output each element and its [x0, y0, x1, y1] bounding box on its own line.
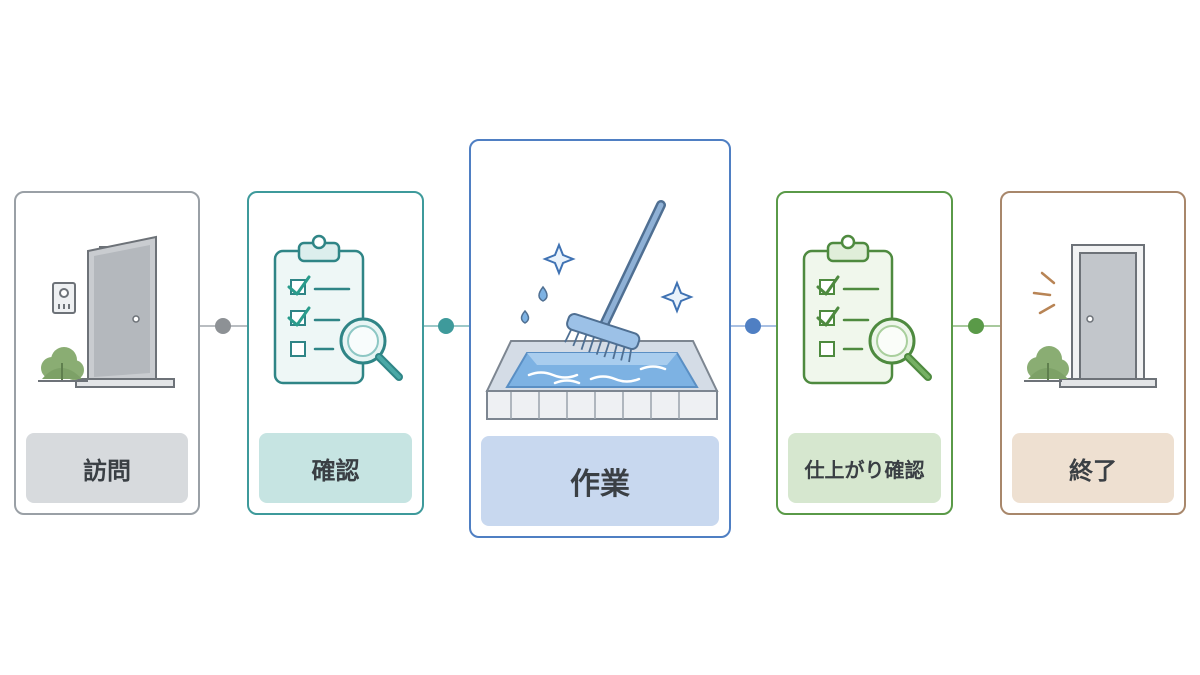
connector-2-3: [424, 318, 469, 334]
clipboard-checklist-icon: [273, 234, 403, 385]
connector-3-4: [731, 318, 776, 334]
step-card-visit: 訪問: [14, 191, 200, 515]
door-closed-icon: [1024, 244, 1157, 388]
step-label: 仕上がり確認: [788, 433, 941, 503]
door-open-icon: [38, 235, 175, 388]
step-label: 訪問: [26, 433, 188, 503]
step-label: 確認: [259, 433, 412, 503]
step-label: 終了: [1012, 433, 1174, 503]
step-card-final-check: 仕上がり確認: [776, 191, 953, 515]
clipboard-checklist-icon: [802, 234, 932, 385]
step-label: 作業: [481, 436, 719, 526]
mop-cleaning-pool-icon: [485, 200, 719, 420]
step-card-check: 確認: [247, 191, 424, 515]
step-card-work: 作業: [469, 139, 731, 538]
step-card-finish: 終了: [1000, 191, 1186, 515]
connector-1-2: [200, 318, 247, 334]
connector-4-5: [953, 318, 1000, 334]
